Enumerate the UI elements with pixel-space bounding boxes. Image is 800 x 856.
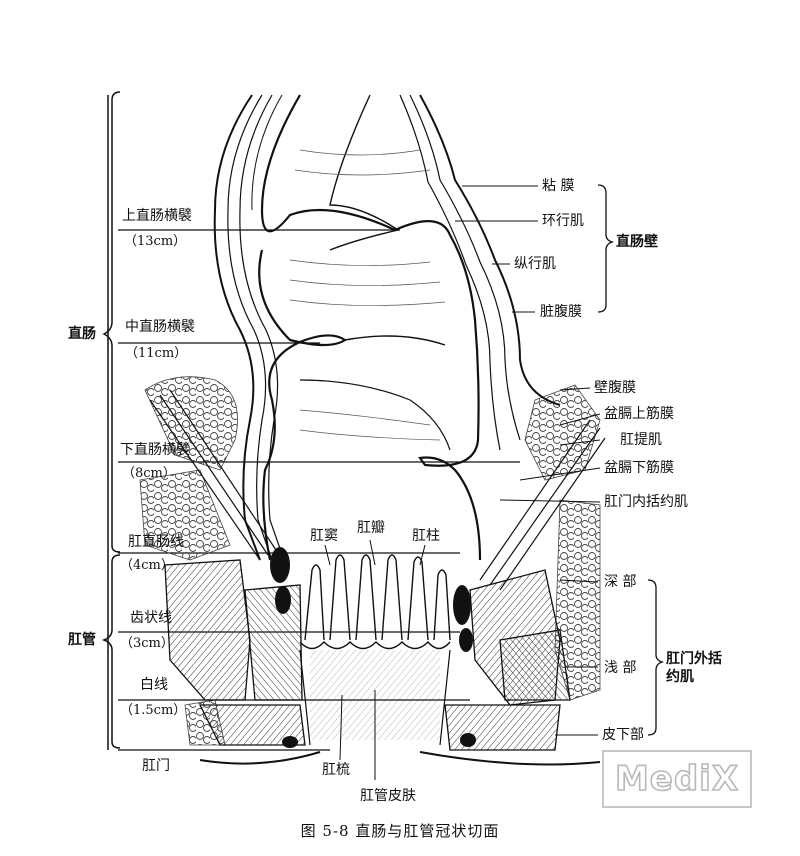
internal-sphincter-label: 肛门内括约肌 [604,494,688,510]
pecten-label: 肛梳 [322,762,350,778]
anal-sinus-label: 肛窦 [310,528,338,544]
rectal-lumen [258,94,482,561]
dentate-line-label: 齿状线 [130,610,172,626]
anal-canal-region-label: 肛管 [68,632,96,648]
rectal-wall-right [399,94,561,451]
sphincter-left [164,547,306,748]
lower-fold-label: 下直肠横襞 [120,442,190,458]
sphincter-right [444,569,571,751]
right-brackets [597,184,665,736]
levator-ani-label: 肛提肌 [620,432,662,448]
rectum-region-label: 直肠 [68,326,96,342]
medix-watermark-logo: MediX [602,750,752,808]
circular-muscle-label: 环行肌 [542,213,584,229]
subcutaneous-part-label: 皮下部 [602,727,644,743]
parietal-peritoneum-label: 壁腹膜 [594,380,636,396]
superficial-part-label: 浅 部 [604,660,637,676]
visceral-peritoneum-label: 脏腹膜 [540,304,582,320]
longitudinal-muscle-label: 纵行肌 [514,256,556,272]
superior-fascia-label: 盆膈上筋膜 [604,406,674,422]
anorectal-line-label: 肛直肠线 [128,534,184,550]
middle-fold-label: 中直肠横襞 [125,319,195,335]
anal-skin-label: 肛管皮肤 [360,788,416,804]
white-line-label: 白线 [140,677,168,693]
white-line-distance: （1.5cm） [120,703,187,718]
anal-column-label: 肛柱 [412,528,440,544]
figure-caption: 图 5-8 直肠与肛管冠状切面 [300,822,500,840]
upper-fold-label: 上直肠横襞 [122,208,192,224]
dentate-distance: （3cm） [120,636,174,651]
leader-lines [324,185,601,780]
rectal-wall-left [213,94,285,561]
upper-fold-distance: （13cm） [124,234,187,249]
anal-valve-label: 肛瓣 [357,520,385,536]
anus-label: 肛门 [142,758,170,774]
external-sphincter-group-label: 肛门外括约肌 [666,651,722,685]
anal-columns [299,554,451,650]
mucosal-texture [289,149,446,441]
fat-tissue [139,376,601,746]
anorectal-distance: （4cm） [120,558,174,573]
middle-fold-distance: （11cm） [125,346,188,361]
left-brackets [101,91,121,750]
lower-fold-distance: （8cm） [122,466,176,481]
inferior-fascia-label: 盆膈下筋膜 [604,460,674,476]
perianal-skin [199,751,601,766]
rectal-wall-group-label: 直肠壁 [616,234,658,250]
mucosa-label: 粘 膜 [542,178,575,194]
deep-part-label: 深 部 [604,574,637,590]
levator-ani [149,389,606,591]
